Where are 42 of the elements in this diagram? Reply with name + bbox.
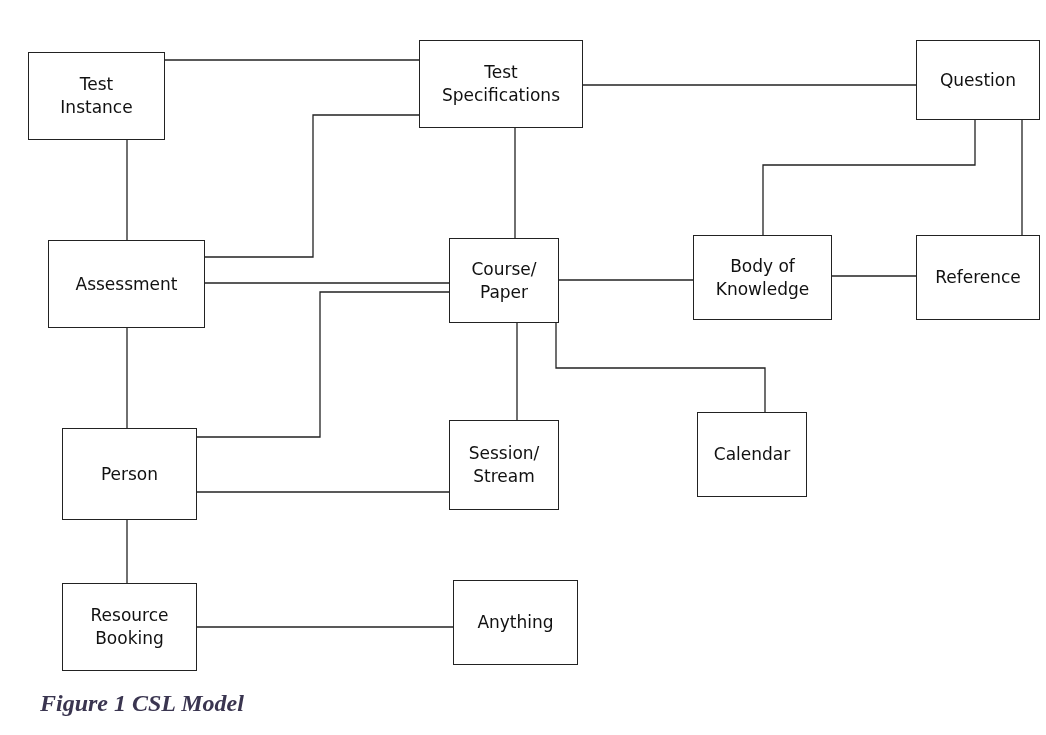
- entity-box: [62, 583, 197, 671]
- entity-name: Anything: [477, 611, 554, 634]
- connector-line: [196, 626, 454, 628]
- entity-name: Body of Knowledge: [714, 254, 811, 301]
- connector-line: [1021, 119, 1023, 236]
- entity-box: [28, 52, 165, 140]
- connector-line: [126, 139, 128, 241]
- entity-name: Calendar: [713, 443, 791, 466]
- entity-box: [449, 420, 559, 510]
- entity-box: [48, 240, 205, 328]
- entity-box: [693, 235, 832, 320]
- entity-name: Test Instance: [59, 73, 134, 119]
- entity-box: [449, 238, 559, 323]
- connector-line: [831, 275, 917, 277]
- entity-name: Course/ Paper: [470, 257, 538, 304]
- entity-name: Test Specifications: [441, 61, 561, 107]
- connector-line: [558, 279, 694, 281]
- connector-line: [126, 519, 128, 584]
- connector-line: [555, 322, 766, 413]
- entity-name: Session/ Stream: [467, 442, 541, 488]
- connector-line: [204, 282, 450, 284]
- entity-box: [916, 40, 1040, 120]
- entity-box: [916, 235, 1040, 320]
- connector-line: [204, 114, 420, 258]
- entity-name: Question: [939, 68, 1016, 92]
- entity-name: Resource Booking: [89, 604, 170, 650]
- connector-line: [516, 322, 518, 421]
- connector-line: [196, 291, 450, 438]
- connector-line: [164, 59, 420, 61]
- entity-box: [419, 40, 583, 128]
- entity-box: [453, 580, 578, 665]
- entity-name: Person: [100, 462, 159, 486]
- connector-line: [582, 84, 917, 86]
- connector-line: [196, 491, 450, 493]
- entity-name: Assessment: [75, 272, 178, 296]
- entity-box: [697, 412, 807, 497]
- figure-caption: Figure 1 CSL Model: [40, 690, 244, 717]
- connector-line: [126, 327, 128, 429]
- connector-line: [514, 127, 516, 239]
- entity-box: [62, 428, 197, 520]
- connector-line: [762, 119, 976, 236]
- entity-name: Reference: [935, 266, 1021, 289]
